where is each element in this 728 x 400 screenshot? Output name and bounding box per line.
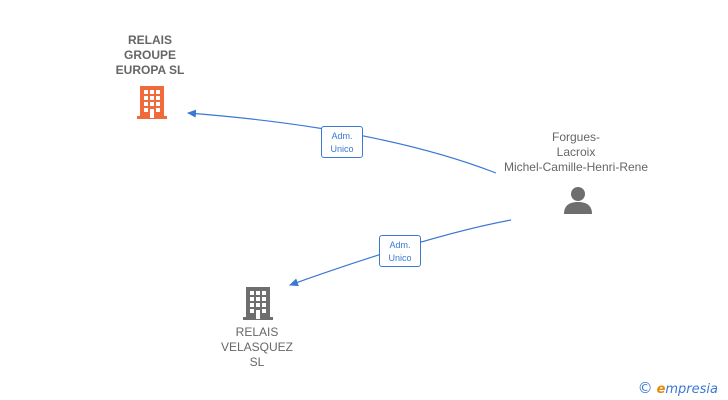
node-label-person[interactable]: Forgues- Lacroix Michel-Camille-Henri-Re… [486, 130, 666, 175]
node-label-line: Lacroix [556, 145, 596, 159]
node-label-line: VELASQUEZ [220, 340, 294, 354]
node-label-line: RELAIS [235, 325, 279, 339]
brand-logo-text: mpresia [665, 382, 718, 397]
brand-watermark: ©empresia [638, 379, 718, 397]
edge-label-line: Unico [330, 144, 354, 154]
brand-logo-e: e [656, 382, 666, 397]
person-icon[interactable] [562, 185, 594, 215]
node-label-line: EUROPA SL [115, 63, 185, 77]
edge-label-line: Adm. [331, 131, 353, 141]
node-label-line: SL [249, 355, 265, 369]
edge-label-line: Unico [388, 253, 412, 263]
node-label-relais-velasquez[interactable]: RELAIS VELASQUEZ SL [205, 325, 309, 370]
building-icon[interactable] [242, 285, 274, 321]
copyright-icon: © [637, 379, 653, 397]
building-icon[interactable] [136, 84, 168, 120]
edge-label-line: Adm. [389, 240, 411, 250]
node-label-line: Forgues- [551, 130, 601, 144]
edge-label-adm-unico-1: Adm. Unico [321, 126, 363, 158]
node-label-relais-groupe[interactable]: RELAIS GROUPE EUROPA SL [98, 33, 202, 78]
node-label-line: Michel-Camille-Henri-Rene [503, 160, 649, 174]
node-label-line: GROUPE [123, 48, 176, 62]
node-label-line: RELAIS [127, 33, 172, 47]
edge-label-adm-unico-2: Adm. Unico [379, 235, 421, 267]
